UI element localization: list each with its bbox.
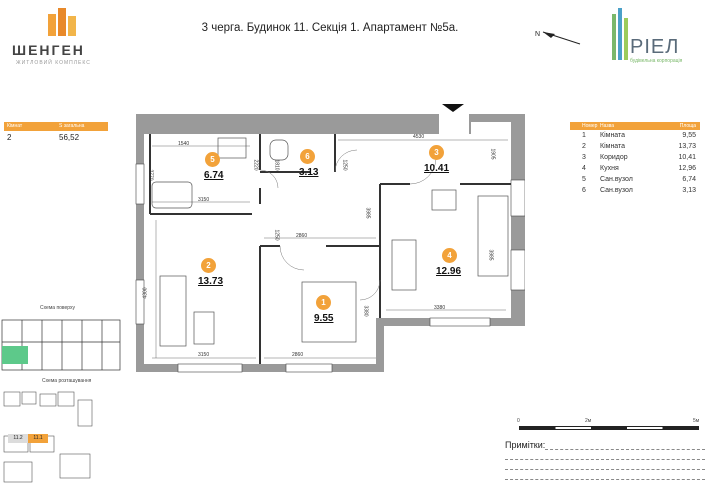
rooms-table-header: Номер Назва Площа: [570, 122, 700, 130]
dimension-label: 1540: [178, 141, 190, 147]
room-area: 3.13: [299, 167, 319, 178]
room-area: 12.96: [436, 266, 462, 277]
header-area: Площа: [679, 123, 696, 129]
outer-walls: [136, 114, 525, 372]
floor-scheme: [1, 319, 121, 371]
apartment-info-table: Кімнат S загальна 2 56,52: [4, 122, 108, 145]
scale-bar: 0 2м 5м: [515, 418, 705, 432]
floor-scheme-label: Схема поверху: [40, 305, 76, 311]
apartment-info-header: Кімнат S загальна: [4, 122, 108, 131]
dimension-label: 3150: [198, 197, 210, 203]
building-11-2: 11.2: [8, 434, 28, 443]
room-badge: 5: [205, 152, 220, 167]
dimension-label: 3150: [198, 352, 210, 358]
rooms-count: 2: [7, 133, 12, 142]
developer-logo: РІЕЛ будівельна корпорація: [600, 8, 706, 68]
notes-label: Примітки:: [505, 440, 546, 450]
dimension-label: 1250: [341, 159, 348, 171]
brand-logo: ШЕНГЕН ЖИТЛОВИЙ КОМПЛЕКС: [8, 4, 128, 74]
dimension-label: 2220: [252, 159, 259, 171]
header-total-area: S загальна: [59, 123, 85, 129]
north-label: N: [535, 31, 540, 38]
header-name: Назва: [600, 123, 615, 129]
header-number: Номер: [582, 123, 598, 129]
highlighted-apartment: [2, 346, 28, 364]
room-badge: 4: [442, 248, 457, 263]
brand-name: ШЕНГЕН: [12, 42, 85, 58]
apartment-info-row: 2 56,52: [4, 131, 108, 145]
total-area: 56,52: [59, 133, 80, 142]
dimension-label: 2770: [147, 169, 154, 181]
dimension-label: 1905: [489, 148, 496, 160]
door-arcs: [259, 149, 437, 301]
dimension-label: 2860: [296, 233, 308, 239]
note-line: [505, 460, 705, 470]
dimension-label: 3985: [364, 207, 371, 219]
windows: [135, 163, 525, 373]
developer-subtitle: будівельна корпорація: [630, 58, 683, 64]
dimension-label: 3985: [487, 249, 494, 261]
header-rooms: Кімнат: [7, 123, 23, 129]
room-area: 10.41: [424, 163, 450, 174]
developer-mark-icon: [612, 8, 628, 60]
note-line: [505, 470, 705, 480]
dimension-label: 4300: [142, 287, 149, 299]
notes-block: Примітки:: [505, 440, 705, 480]
room-area: 6.74: [204, 170, 224, 181]
inner-walls: [149, 134, 511, 364]
scale-mid: 2м: [585, 418, 592, 424]
brand-subtitle: ЖИТЛОВИЙ КОМПЛЕКС: [16, 60, 91, 66]
entrance-marker: [442, 104, 464, 112]
scale-zero: 0: [517, 418, 520, 424]
page-title: 3 черга. Будинок 11. Секція 1. Апартамен…: [201, 22, 459, 34]
note-line: [545, 440, 705, 450]
room-badge: 6: [300, 149, 315, 164]
brand-mark-icon: [48, 8, 76, 36]
room-badge: 3: [429, 145, 444, 160]
dimension-lines: [152, 139, 508, 359]
floor-plan: [135, 104, 525, 373]
dimension-label: 3380: [434, 305, 446, 311]
developer-name: РІЕЛ: [630, 36, 680, 58]
room-area: 13.73: [198, 276, 224, 287]
fixtures: [151, 137, 509, 347]
building-11-1: 11.1: [28, 434, 48, 443]
scale-end: 5м: [693, 418, 700, 424]
dimension-label: 1250: [273, 229, 280, 241]
room-area: 9.55: [314, 313, 334, 324]
room-badge: 2: [201, 258, 216, 273]
dimension-label: 2860: [292, 352, 304, 358]
dimension-label: 3380: [362, 305, 369, 317]
room-badge: 1: [316, 295, 331, 310]
dimension-label: 1810: [273, 159, 280, 171]
north-arrow-icon: N: [535, 31, 581, 45]
placement-scheme-label: Схема розташування: [42, 378, 92, 384]
dimension-label: 4530: [413, 134, 425, 140]
placement-scheme: [3, 391, 93, 483]
note-line: [505, 450, 705, 460]
